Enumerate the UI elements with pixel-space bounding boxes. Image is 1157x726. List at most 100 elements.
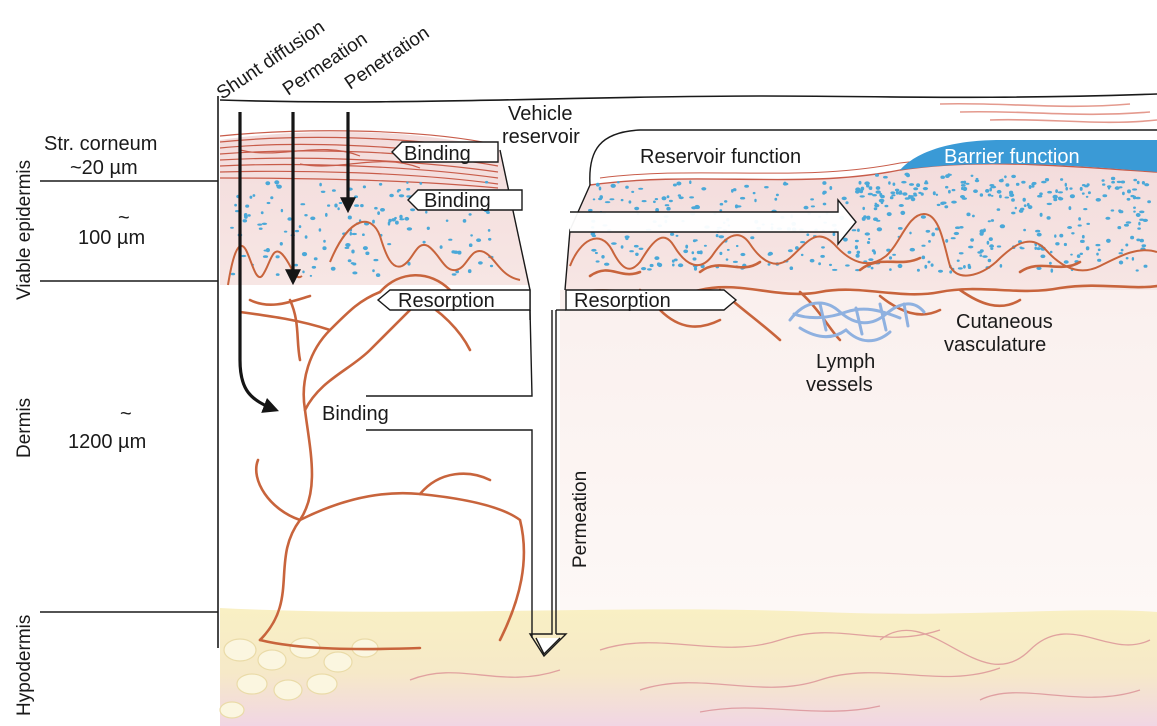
vasculature-label: vasculature <box>944 334 1046 356</box>
drug-particle <box>372 269 375 272</box>
drug-particle <box>299 225 302 228</box>
drug-particle <box>631 191 634 193</box>
drug-particle <box>991 195 994 197</box>
drug-particle <box>609 198 614 200</box>
drug-particle <box>1060 178 1063 181</box>
drug-particle <box>350 232 352 236</box>
drug-particle <box>924 265 927 269</box>
drug-particle <box>601 255 604 259</box>
drug-particle <box>859 181 862 185</box>
drug-particle <box>397 190 400 193</box>
drug-particle <box>1000 224 1005 228</box>
drug-particle <box>423 241 426 244</box>
drug-particle <box>1051 269 1054 273</box>
drug-particle <box>890 191 895 194</box>
drug-particle <box>332 189 336 192</box>
drug-particle <box>334 204 337 208</box>
drug-particle <box>1023 229 1026 232</box>
drug-particle <box>889 268 892 271</box>
drug-particle <box>629 200 632 203</box>
drug-particle <box>999 195 1002 199</box>
drug-particle <box>855 190 860 194</box>
drug-particle <box>833 232 836 236</box>
drug-particle <box>1011 198 1015 202</box>
drug-particle <box>1080 253 1083 255</box>
drug-particle <box>902 192 907 196</box>
drug-particle <box>898 227 903 230</box>
drug-particle <box>999 179 1004 182</box>
drug-particle <box>1037 233 1042 237</box>
drug-particle <box>604 263 609 266</box>
reservoir-function-label: Reservoir function <box>640 146 801 168</box>
drug-particle <box>692 251 695 254</box>
drug-particle <box>406 182 408 184</box>
drug-particle <box>345 243 350 247</box>
drug-particle <box>896 192 899 194</box>
drug-particle <box>1137 181 1140 184</box>
drug-particle <box>988 259 992 262</box>
drug-particle <box>363 185 366 188</box>
drug-particle <box>954 232 959 235</box>
drug-particle <box>868 193 873 196</box>
drug-particle <box>261 211 264 214</box>
drug-particle <box>1106 239 1111 243</box>
drug-particle <box>887 212 892 216</box>
drug-particle <box>670 233 674 236</box>
drug-particle <box>1122 192 1125 196</box>
drug-particle <box>982 255 987 258</box>
drug-particle <box>1080 187 1083 191</box>
drug-particle <box>966 213 970 217</box>
drug-particle <box>377 211 380 215</box>
drug-particle <box>1136 239 1140 242</box>
drug-particle <box>783 183 789 186</box>
drug-particle <box>788 249 793 252</box>
drug-particle <box>399 218 404 220</box>
drug-particle <box>476 238 481 242</box>
drug-particle <box>845 264 850 266</box>
drug-particle <box>940 176 945 179</box>
drug-particle <box>1069 187 1072 189</box>
drug-particle <box>662 196 667 200</box>
drug-particle <box>1097 259 1101 262</box>
drug-particle <box>448 239 452 241</box>
drug-particle <box>753 192 756 194</box>
drug-particle <box>1029 185 1032 189</box>
drug-particle <box>910 195 914 198</box>
drug-particle <box>904 173 909 176</box>
drug-particle <box>1071 232 1074 234</box>
resorption-label-left: Resorption <box>398 290 495 312</box>
drug-particle <box>410 208 415 211</box>
hypodermis-label: Hypodermis <box>14 615 35 716</box>
drug-particle <box>274 180 279 184</box>
drug-particle <box>654 256 659 260</box>
drug-particle <box>863 215 867 218</box>
drug-particle <box>876 220 880 222</box>
drug-particle <box>926 230 931 233</box>
drug-particle <box>693 239 696 242</box>
drug-particle <box>810 259 815 263</box>
drug-particle <box>820 255 825 258</box>
vessels-label: vessels <box>806 374 873 396</box>
binding-arrow-2: Binding <box>408 190 522 212</box>
drug-particle <box>642 200 647 202</box>
drug-particle <box>937 204 941 206</box>
drug-particle <box>1140 239 1144 243</box>
drug-particle <box>1133 196 1136 200</box>
drug-particle <box>945 186 948 189</box>
drug-particle <box>860 195 865 197</box>
drug-particle <box>1136 213 1141 217</box>
drug-particle <box>868 238 870 240</box>
drug-particle <box>944 205 948 208</box>
drug-particle <box>888 181 891 184</box>
drug-particle <box>243 219 248 222</box>
drug-particle <box>1126 257 1129 259</box>
drug-particle <box>276 185 279 187</box>
drug-particle <box>879 193 882 197</box>
drug-particle <box>869 186 872 189</box>
drug-particle <box>855 240 859 242</box>
drug-particle <box>979 254 982 257</box>
drug-particle <box>599 187 602 191</box>
drug-particle <box>689 196 694 198</box>
drug-particle <box>1011 175 1016 178</box>
drug-particle <box>331 267 336 271</box>
